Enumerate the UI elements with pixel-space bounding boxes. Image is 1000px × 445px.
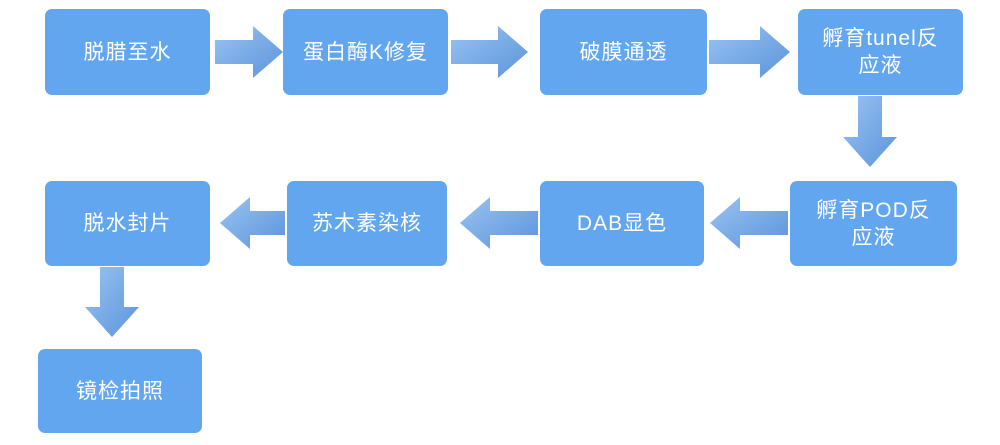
step-box-dab-development: DAB显色 <box>540 181 704 266</box>
step-box-microscopy-photo: 镜检拍照 <box>38 349 202 433</box>
step-label: 镜检拍照 <box>76 379 164 403</box>
step-label: 脱水封片 <box>83 212 172 235</box>
arrow-right-3 <box>709 26 790 78</box>
step-box-pod-incubation: 孵育POD反 应液 <box>790 181 957 266</box>
arrow-down-1 <box>843 96 897 167</box>
step-label: 脱腊至水 <box>83 40 172 64</box>
arrow-right-1 <box>215 26 283 78</box>
step-box-tunel-incubation: 孵育tunel反 应液 <box>798 9 963 95</box>
step-box-dewax-to-water: 脱腊至水 <box>45 9 210 95</box>
step-box-dehydrate-mount: 脱水封片 <box>45 181 210 266</box>
step-label: DAB显色 <box>576 212 668 235</box>
step-label: 蛋白酶K修复 <box>302 40 428 64</box>
arrow-right-2 <box>451 26 528 78</box>
step-box-membrane-permeabilization: 破膜通透 <box>540 9 707 95</box>
step-label: 孵育POD反 应液 <box>816 198 931 249</box>
arrow-left-1 <box>710 197 788 249</box>
arrow-left-3 <box>220 197 285 249</box>
step-label: 苏木素染核 <box>312 212 422 235</box>
arrow-down-2 <box>85 267 139 337</box>
arrow-left-2 <box>460 197 538 249</box>
step-box-proteinase-k-repair: 蛋白酶K修复 <box>283 9 448 95</box>
step-label: 孵育tunel反 应液 <box>822 27 939 77</box>
step-label: 破膜通透 <box>579 40 668 64</box>
step-box-hematoxylin-counterstain: 苏木素染核 <box>287 181 447 266</box>
